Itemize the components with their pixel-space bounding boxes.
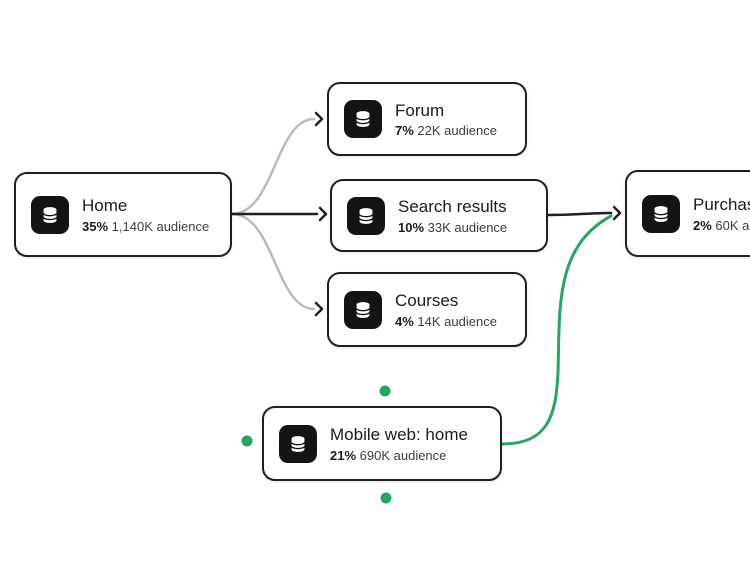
node-audience: 1,140K audience: [111, 218, 210, 234]
node-text: Home 35% 1,140K audience: [82, 195, 209, 233]
node-audience: 60K audience: [715, 217, 750, 233]
node-purchase[interactable]: Purchase 2% 60K audience: [625, 170, 750, 257]
node-text: Mobile web: home 21% 690K audience: [330, 424, 468, 462]
entry-chevron-courses-icon: [314, 301, 324, 317]
node-title: Forum: [395, 100, 445, 120]
node-title: Home: [82, 196, 128, 216]
entry-chevron-search-results-icon: [318, 206, 328, 222]
node-title: Search results: [398, 197, 507, 217]
entry-chevron-purchase-icon: [612, 205, 622, 221]
edge-home-forum[interactable]: [230, 117, 316, 216]
node-title: Courses: [395, 291, 459, 311]
node-audience: 22K audience: [417, 123, 497, 139]
database-icon: [642, 194, 680, 233]
node-audience: 33K audience: [427, 219, 508, 235]
node-stats: 2% 60K audience: [693, 218, 750, 233]
edge-home-courses[interactable]: [230, 212, 316, 311]
node-courses[interactable]: Courses 4% 14K audience: [327, 272, 527, 347]
node-stats: 35% 1,140K audience: [82, 219, 209, 234]
entry-chevron-forum-icon: [314, 111, 324, 127]
edge-search-results-purchase[interactable]: [546, 211, 613, 217]
node-forum[interactable]: Forum 7% 22K audience: [327, 82, 527, 156]
node-stats: 7% 22K audience: [395, 123, 497, 138]
node-text: Purchase 2% 60K audience: [693, 194, 750, 232]
node-percent: 21%: [330, 447, 357, 463]
node-mobile-web-home[interactable]: Mobile web: home 21% 690K audience: [262, 406, 502, 481]
database-icon: [31, 195, 69, 234]
node-audience: 14K audience: [417, 313, 497, 329]
node-stats: 21% 690K audience: [330, 448, 468, 463]
node-stats: 10% 33K audience: [398, 220, 507, 235]
database-icon: [344, 100, 382, 138]
node-audience: 690K audience: [359, 447, 447, 463]
node-text: Courses 4% 14K audience: [395, 290, 497, 328]
edge-mobile-web-home-purchase[interactable]: [500, 214, 613, 446]
node-percent: 10%: [398, 219, 425, 235]
selection-handle-bottom[interactable]: [380, 492, 392, 504]
node-percent: 4%: [395, 313, 414, 329]
node-home[interactable]: Home 35% 1,140K audience: [14, 172, 232, 257]
node-text: Forum 7% 22K audience: [395, 100, 497, 138]
selection-handle-top[interactable]: [379, 385, 391, 397]
node-stats: 4% 14K audience: [395, 314, 497, 329]
node-text: Search results 10% 33K audience: [398, 196, 507, 234]
selection-handle-left[interactable]: [241, 435, 253, 447]
node-percent: 35%: [82, 218, 109, 234]
node-title: Purchase: [693, 195, 750, 215]
database-icon: [347, 196, 385, 235]
node-title: Mobile web: home: [330, 425, 468, 445]
database-icon: [279, 424, 317, 463]
node-percent: 7%: [395, 123, 414, 139]
node-percent: 2%: [693, 217, 712, 233]
database-icon: [344, 290, 382, 329]
node-search-results[interactable]: Search results 10% 33K audience: [330, 179, 548, 252]
